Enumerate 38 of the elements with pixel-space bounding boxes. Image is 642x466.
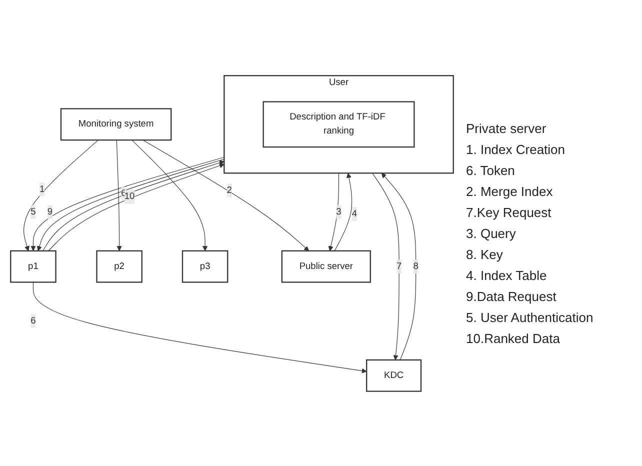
note-text: 6. Token (466, 162, 516, 178)
node-box: Description and TF-iDF ranking (262, 100, 415, 148)
arrow (372, 172, 400, 360)
note-text: 4. Index Table (466, 268, 548, 282)
node-box: p1 (10, 250, 56, 282)
note-text: 7.Key Request (466, 204, 552, 220)
note-text: Private server (466, 120, 548, 136)
arrow (132, 139, 208, 251)
edge-label: 6 (30, 315, 36, 326)
arrow (142, 139, 310, 251)
arrow (32, 281, 367, 373)
node-box: Public server (281, 250, 371, 282)
arrow (116, 139, 122, 251)
note-text: 1. Index Creation (466, 142, 566, 156)
edge-label: 2 (226, 184, 232, 195)
edge-label: 5 (30, 206, 36, 216)
edge-label: 1 (39, 184, 45, 194)
edge-label: 10 (124, 191, 135, 202)
note-text: 9.Data Request (466, 288, 558, 304)
arrow (334, 172, 352, 251)
edge-label: 8 (413, 260, 418, 271)
note-text: 5. User Authentication (466, 310, 594, 324)
note-text: 8. Key (466, 246, 504, 262)
note-text: 10.Ranked Data (466, 330, 561, 346)
note-text: 3. Query (466, 226, 517, 240)
node-box: p2 (96, 250, 142, 282)
arrow (381, 172, 416, 360)
note-text: 2. Merge Index (466, 184, 554, 198)
edge-label: 7 (396, 260, 402, 271)
arrow (328, 172, 340, 251)
edge-label: 9 (47, 206, 53, 216)
edge-label: 6 (121, 188, 126, 198)
node-box: p3 (182, 250, 228, 282)
node-box: Monitoring system (60, 108, 172, 140)
arrow (23, 139, 99, 251)
node-box: KDC (366, 358, 422, 392)
edge-label: 4 (352, 208, 358, 218)
edge-label: 3 (336, 206, 342, 216)
